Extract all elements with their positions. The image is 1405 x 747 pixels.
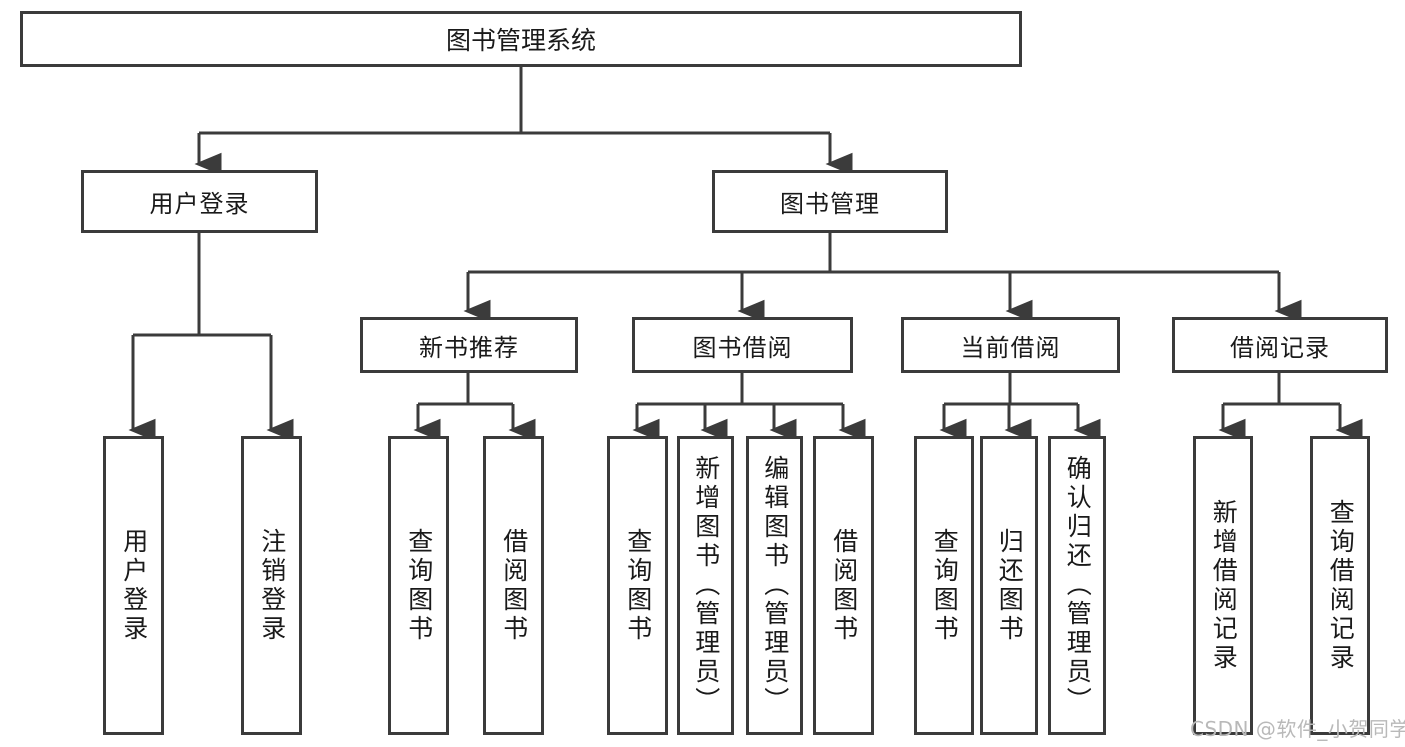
leaf-borrow-add-book-admin-label: 新增图书（管理员） bbox=[691, 455, 721, 716]
leaf-borrow-edit-book-admin[interactable]: 编辑图书（管理员） bbox=[746, 436, 803, 735]
leaf-logout[interactable]: 注销登录 bbox=[241, 436, 302, 735]
leaf-user-login-label: 用户登录 bbox=[119, 527, 149, 644]
node-current-borrow[interactable]: 当前借阅 bbox=[901, 317, 1120, 373]
node-book-management-label: 图书管理 bbox=[780, 190, 880, 218]
node-new-book-recommend[interactable]: 新书推荐 bbox=[360, 317, 578, 373]
leaf-recommend-query-book-label: 查询图书 bbox=[404, 527, 434, 644]
leaf-borrow-edit-book-admin-label: 编辑图书（管理员） bbox=[760, 455, 790, 716]
leaf-record-query-record[interactable]: 查询借阅记录 bbox=[1310, 436, 1370, 735]
leaf-borrow-add-book-admin[interactable]: 新增图书（管理员） bbox=[677, 436, 734, 735]
leaf-recommend-borrow-book-label: 借阅图书 bbox=[499, 527, 529, 644]
leaf-borrow-query-book[interactable]: 查询图书 bbox=[607, 436, 668, 735]
leaf-borrow-borrow-book-label: 借阅图书 bbox=[829, 527, 859, 644]
leaf-current-confirm-return-admin[interactable]: 确认归还（管理员） bbox=[1048, 436, 1106, 735]
node-borrow-record[interactable]: 借阅记录 bbox=[1172, 317, 1388, 373]
node-book-management[interactable]: 图书管理 bbox=[712, 170, 948, 233]
leaf-current-query-book[interactable]: 查询图书 bbox=[914, 436, 974, 735]
leaf-current-query-book-label: 查询图书 bbox=[930, 527, 960, 644]
node-user-login-label: 用户登录 bbox=[149, 190, 250, 218]
leaf-record-add-record-label: 新增借阅记录 bbox=[1209, 498, 1239, 673]
node-user-login[interactable]: 用户登录 bbox=[81, 170, 318, 233]
leaf-current-confirm-return-admin-label: 确认归还（管理员） bbox=[1063, 455, 1093, 716]
watermark: CSDN @软件_小贺同学 bbox=[1190, 717, 1405, 741]
leaf-user-login[interactable]: 用户登录 bbox=[103, 436, 164, 735]
leaf-recommend-query-book[interactable]: 查询图书 bbox=[388, 436, 449, 735]
node-borrow-record-label: 借阅记录 bbox=[1230, 333, 1330, 362]
node-root-label: 图书管理系统 bbox=[445, 26, 596, 55]
leaf-record-add-record[interactable]: 新增借阅记录 bbox=[1193, 436, 1253, 735]
node-book-borrow-label: 图书借阅 bbox=[692, 333, 793, 362]
leaf-logout-label: 注销登录 bbox=[257, 527, 287, 644]
leaf-current-return-book[interactable]: 归还图书 bbox=[980, 436, 1038, 735]
node-book-borrow[interactable]: 图书借阅 bbox=[632, 317, 853, 373]
leaf-current-return-book-label: 归还图书 bbox=[995, 527, 1025, 644]
leaf-borrow-borrow-book[interactable]: 借阅图书 bbox=[813, 436, 874, 735]
leaf-borrow-query-book-label: 查询图书 bbox=[623, 527, 653, 644]
node-root[interactable]: 图书管理系统 bbox=[20, 11, 1022, 67]
leaf-record-query-record-label: 查询借阅记录 bbox=[1326, 498, 1356, 673]
leaf-recommend-borrow-book[interactable]: 借阅图书 bbox=[483, 436, 544, 735]
node-new-book-recommend-label: 新书推荐 bbox=[419, 333, 519, 362]
node-current-borrow-label: 当前借阅 bbox=[960, 333, 1061, 362]
